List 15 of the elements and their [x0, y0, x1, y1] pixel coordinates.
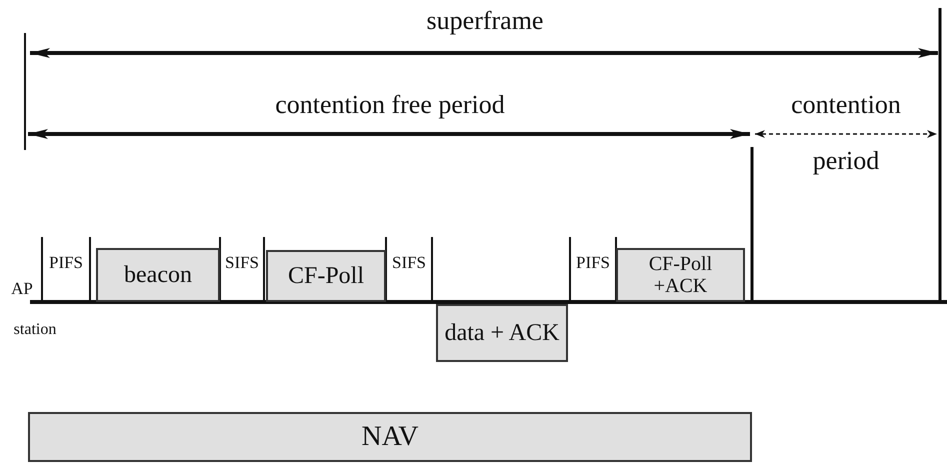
interval-label: SIFS: [224, 254, 260, 271]
dimension-label: period: [812, 148, 880, 174]
interval-label: PIFS: [48, 254, 84, 271]
frame-block: data + ACK: [436, 304, 568, 362]
dimension-label: superframe: [426, 8, 544, 34]
interval-label: PIFS: [576, 254, 610, 271]
nav-bar: NAV: [28, 412, 752, 462]
frame-block: beacon: [96, 248, 220, 302]
interval-label: SIFS: [392, 254, 426, 271]
frame-block: CF-Poll: [266, 250, 386, 302]
dimension-label: contention: [791, 92, 901, 118]
dimension-label: contention free period: [275, 92, 505, 118]
row-label: station: [14, 322, 56, 338]
frame-block: CF-Poll +ACK: [616, 248, 745, 302]
row-label: AP: [11, 280, 33, 297]
